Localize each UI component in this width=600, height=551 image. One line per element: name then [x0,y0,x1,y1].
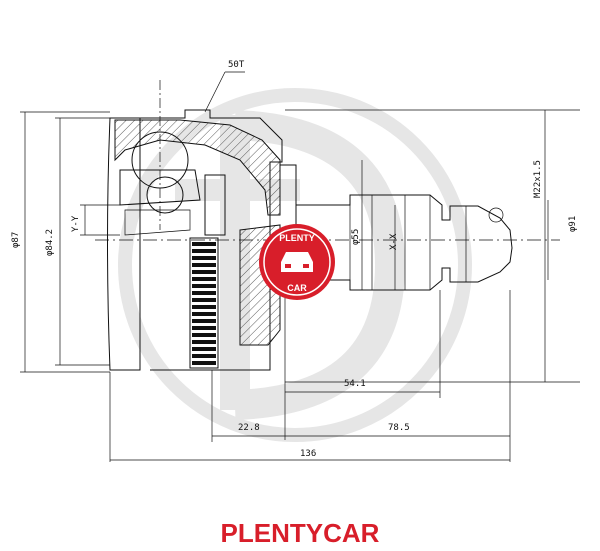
outer-diameter-label: φ87 [11,232,21,248]
abs-tooth [192,340,216,344]
abs-tooth [192,326,216,330]
bottom-dimensions [109,290,511,462]
abs-tooth [192,284,216,288]
stub-shaft [296,194,513,291]
abs-tooth [192,319,216,323]
abs-tooth [192,256,216,260]
section-x-label: X-X [389,233,399,250]
brand-caption: PLENTYCAR [220,518,380,548]
abs-tooth [192,354,216,358]
length-total-label: 136 [300,449,316,459]
abs-ring [189,237,219,369]
teeth-leader [204,71,226,113]
logo-bottom-text: CAR [287,283,307,293]
abs-tooth [192,347,216,351]
abs-tooth [192,305,216,309]
abs-tooth [192,291,216,295]
abs-tooth [192,249,216,253]
abs-tooth [192,298,216,302]
abs-tooth [192,333,216,337]
shaft-diameter-label: φ55 [351,229,361,245]
abs-tooth [192,242,216,246]
abs-tooth [192,270,216,274]
abs-tooth [192,361,216,365]
abs-tooth [192,312,216,316]
length-22-label: 22.8 [238,423,260,433]
right-dimensions [285,109,580,383]
car-badge-icon: PLENTY CAR [259,224,335,300]
length-78-label: 78.5 [388,423,410,433]
left-dimensions [20,111,120,373]
abs-tooth [192,277,216,281]
teeth-count-label: 50T [228,60,245,70]
abs-tooth [192,263,216,267]
logo-top-text: PLENTY [279,233,315,243]
inner-diameter-label: φ84.2 [45,229,55,256]
length-54-label: 54.1 [344,379,366,389]
thread-label: M22x1.5 [533,160,543,198]
section-y-label: Y-Y [71,215,81,232]
right-diameter-label: φ91 [568,216,578,232]
